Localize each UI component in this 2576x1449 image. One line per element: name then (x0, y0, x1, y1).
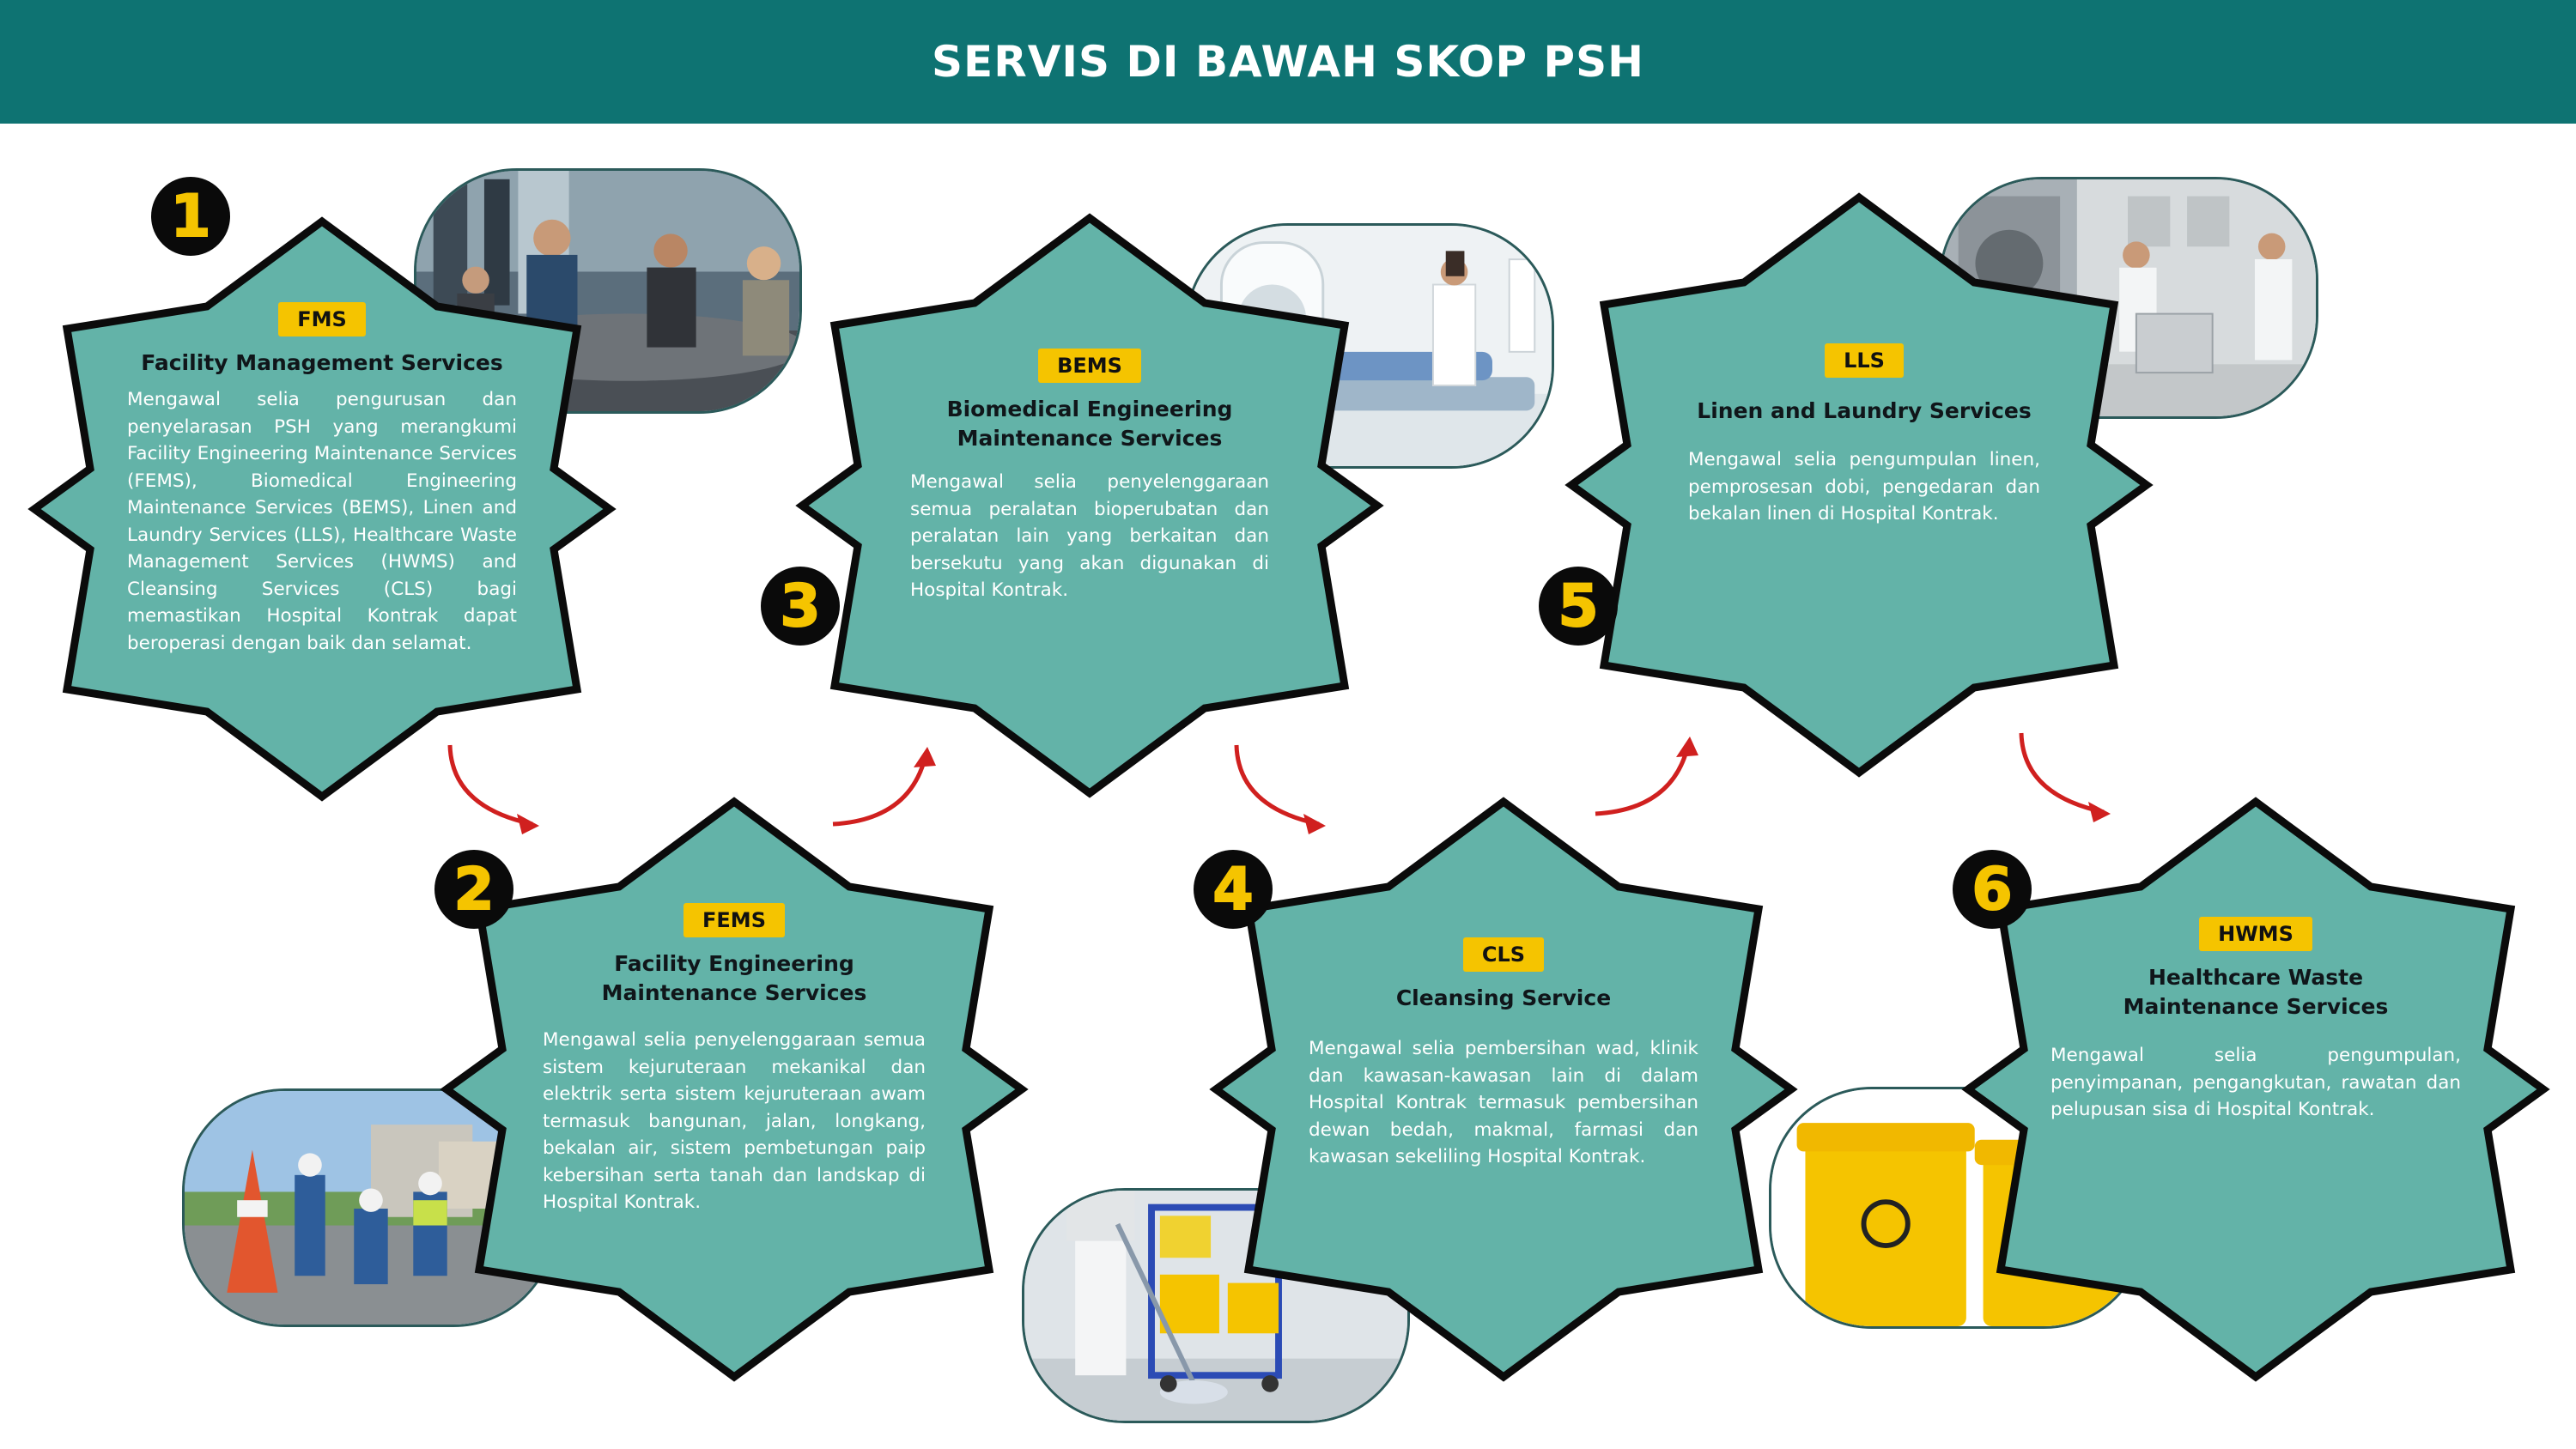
service-code-badge: CLS (1462, 937, 1545, 972)
service-description: Mengawal selia penyelenggaraan semua sis… (543, 1029, 926, 1213)
service-card-fems: FEMS Facility Engineering Maintenance Se… (440, 797, 1029, 1382)
service-card-bems: BEMS Biomedical Engineering Maintenance … (795, 213, 1384, 798)
page-title: SERVIS DI BAWAH SKOP PSH (932, 37, 1644, 87)
service-title: Linen and Laundry Services (1697, 398, 2032, 423)
step-number-6: 6 (1953, 850, 2032, 929)
service-title: Cleansing Service (1395, 985, 1612, 1010)
octagram-shape (27, 216, 617, 802)
arrow-4-to-5 (1595, 737, 1698, 816)
step-number-5: 5 (1539, 567, 1618, 646)
arrow-1-to-2 (447, 744, 539, 834)
step-number-text: 1 (169, 182, 211, 252)
step-number-3: 3 (761, 567, 840, 646)
step-number-4: 4 (1194, 850, 1273, 929)
step-number-text: 4 (1212, 855, 1254, 925)
service-code-badge: FMS (278, 302, 366, 336)
service-title: Facility Management Services (141, 350, 503, 375)
step-number-1: 1 (151, 177, 230, 256)
octagram-shape (1564, 192, 2154, 778)
service-title: Biomedical Engineering Maintenance Servi… (946, 397, 1233, 451)
octagram-shape (1209, 797, 1798, 1382)
step-number-text: 2 (453, 855, 495, 925)
step-number-text: 3 (779, 572, 821, 641)
service-title: Healthcare Waste Maintenance Services (2050, 963, 2461, 1022)
service-code-badge: LLS (1825, 343, 1904, 378)
service-code-badge: FEMS (683, 903, 785, 937)
service-description: Mengawal selia pengurusan dan penyelaras… (127, 389, 517, 654)
arrow-2-to-3 (832, 747, 936, 827)
service-code-badge: BEMS (1038, 349, 1141, 383)
service-code-badge: HWMS (2199, 917, 2312, 951)
service-description: Mengawal selia pengumpulan linen, pempro… (1688, 449, 2040, 524)
service-card-lls: LLS Linen and Laundry Services Mengawal … (1564, 192, 2154, 778)
service-description: Mengawal selia pembersihan wad, klinik d… (1309, 1038, 1698, 1167)
service-title-text: Healthcare Waste Maintenance Services (2123, 965, 2389, 1019)
service-description: Mengawal selia penyelenggaraan semua per… (910, 471, 1269, 601)
page-header: SERVIS DI BAWAH SKOP PSH (0, 0, 2576, 124)
service-card-cls: CLS Cleansing Service Mengawal selia pem… (1209, 797, 1798, 1382)
service-title: Facility Engineering Maintenance Service… (601, 951, 867, 1005)
step-number-text: 6 (1971, 855, 2013, 925)
service-description: Mengawal selia pengumpulan, penyimpanan,… (2050, 1045, 2461, 1120)
ct-scanner-photo (1185, 223, 1554, 469)
arrow-5-to-6 (2019, 732, 2111, 822)
step-number-text: 5 (1557, 572, 1599, 641)
service-card-fms: FMS Facility Management Services Mengawa… (27, 216, 617, 802)
service-card-hwms: HWMS Healthcare Waste Maintenance Servic… (1961, 797, 2550, 1382)
octagram-shape (795, 213, 1384, 798)
octagram-shape (1961, 797, 2550, 1382)
octagram-shape (440, 797, 1029, 1382)
step-number-2: 2 (434, 850, 513, 929)
arrow-3-to-4 (1234, 744, 1326, 834)
